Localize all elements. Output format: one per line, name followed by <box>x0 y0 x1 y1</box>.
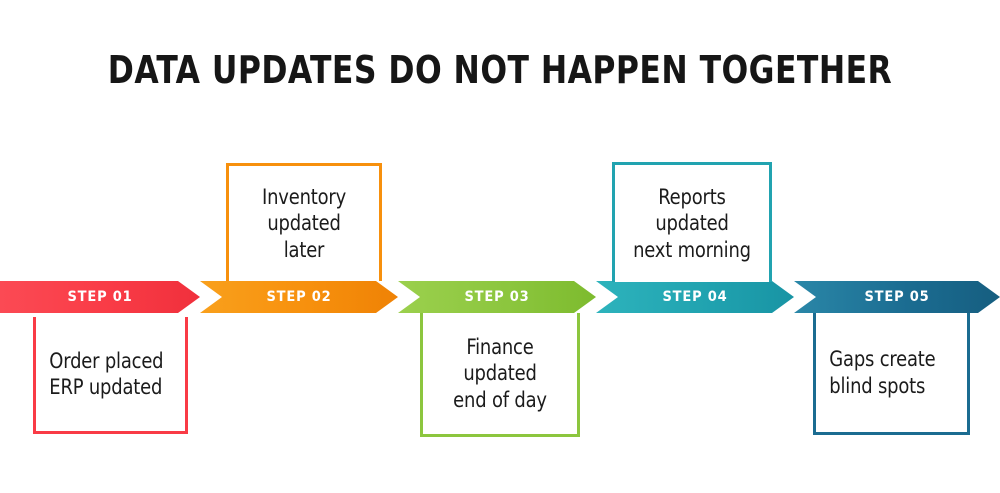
step-chevron-band <box>0 281 1000 313</box>
step-chevron-2[interactable] <box>200 281 398 313</box>
caption-line: updated <box>655 211 729 236</box>
caption-line: updated later <box>267 211 341 262</box>
caption-line: updated <box>463 361 537 386</box>
step-chevron-4[interactable] <box>596 281 794 313</box>
caption-line: Finance <box>466 335 534 360</box>
step-chevron-3[interactable] <box>398 281 596 313</box>
caption-line: next morning <box>633 237 751 262</box>
caption-line: Inventory <box>261 185 347 210</box>
caption-line: Gaps create <box>829 347 936 372</box>
page-title: DATA UPDATES DO NOT HAPPEN TOGETHER <box>107 48 893 92</box>
step-chevron-1[interactable] <box>0 281 200 313</box>
step-chevron-5[interactable] <box>794 281 1000 313</box>
caption-line: Order placed <box>49 348 164 373</box>
caption-line: blind spots <box>829 373 926 398</box>
chevron-svg <box>0 281 1000 313</box>
caption-line: end of day <box>453 387 547 412</box>
caption-line: Reports <box>658 185 726 210</box>
caption-line: ERP updated <box>49 375 163 399</box>
